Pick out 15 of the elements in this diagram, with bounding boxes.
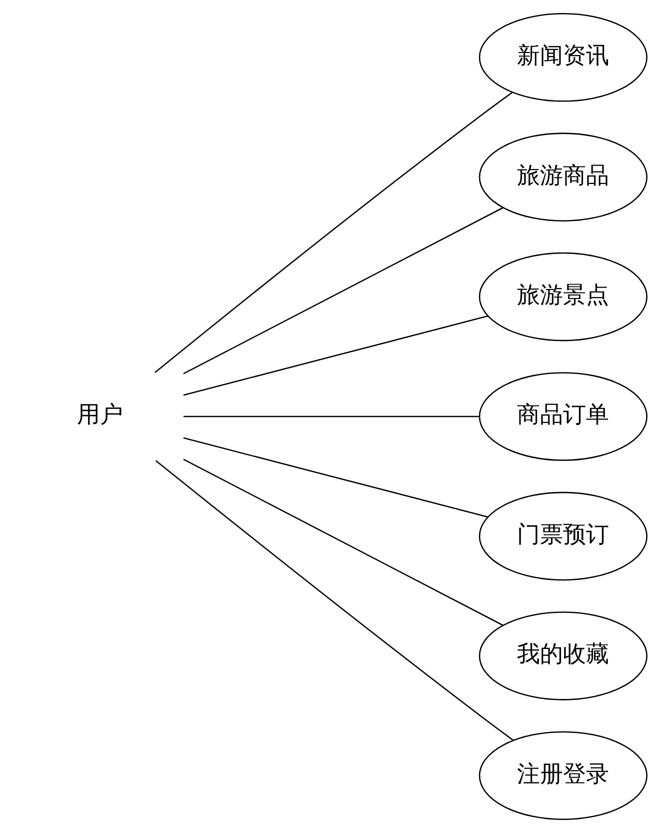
connector bbox=[182, 315, 488, 396]
connector bbox=[182, 416, 479, 418]
node-ellipse: 旅游景点 bbox=[478, 252, 647, 342]
connector bbox=[182, 207, 503, 374]
connector bbox=[182, 458, 503, 626]
node-ellipse: 商品订单 bbox=[478, 372, 647, 461]
node-ellipse: 门票预订 bbox=[478, 492, 647, 581]
node-text: 用户 bbox=[76, 402, 122, 428]
node-ellipse: 注册登录 bbox=[478, 731, 647, 820]
node-ellipse: 旅游商品 bbox=[478, 132, 647, 222]
node-ellipse: 新闻资讯 bbox=[478, 12, 647, 102]
connector bbox=[182, 437, 488, 518]
node-ellipse: 我的收藏 bbox=[478, 612, 647, 700]
connector bbox=[154, 460, 514, 741]
connector bbox=[154, 92, 512, 373]
